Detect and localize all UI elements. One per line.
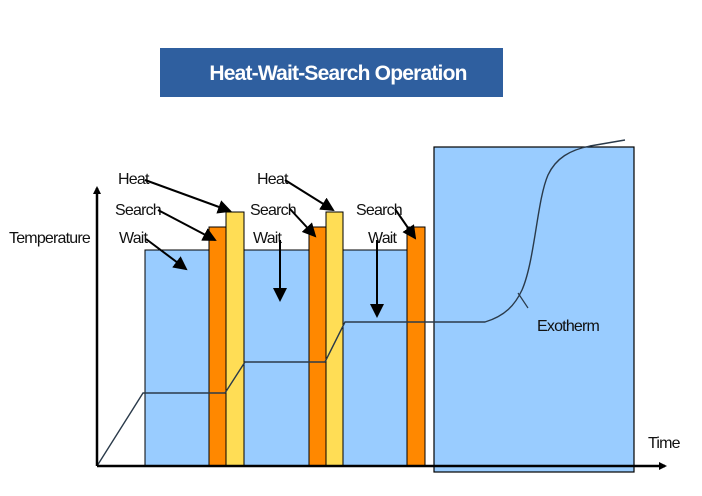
temperature-profile-line — [96, 139, 626, 467]
x-axis-label: Time — [648, 435, 681, 452]
exotherm-block — [433, 146, 635, 473]
heat-block-1 — [225, 211, 245, 467]
search-arrow-1 — [157, 209, 217, 241]
wait-arrow-1 — [145, 238, 188, 271]
wait-label-1: Wait — [119, 230, 149, 247]
search-label-3: Search — [356, 202, 402, 219]
search-block-1 — [208, 226, 227, 467]
search-arrow-2 — [289, 208, 317, 238]
y-axis-label: Temperature — [9, 230, 91, 247]
title-banner — [160, 48, 503, 97]
diagram-title: Heat-Wait-Search Operation — [209, 62, 466, 85]
heat-label-2: Heat — [257, 171, 289, 188]
wait-label-3: Wait — [368, 230, 398, 247]
search-label-2: Search — [250, 202, 296, 219]
exotherm-label: Exotherm — [537, 318, 600, 335]
wait-block-2 — [243, 249, 310, 467]
wait-block-1 — [144, 249, 210, 467]
search-block-3 — [406, 226, 426, 467]
exotherm-leader — [517, 292, 529, 309]
heat-block-2 — [325, 211, 344, 467]
wait-label-2: Wait — [253, 230, 283, 247]
heat-arrow-2 — [284, 179, 335, 212]
heat-arrow-1 — [144, 179, 232, 214]
search-label-1: Search — [115, 202, 161, 219]
search-block-2 — [308, 226, 327, 467]
search-arrow-3 — [394, 208, 417, 240]
heat-label-1: Heat — [118, 171, 150, 188]
wait-block-3 — [342, 249, 408, 467]
